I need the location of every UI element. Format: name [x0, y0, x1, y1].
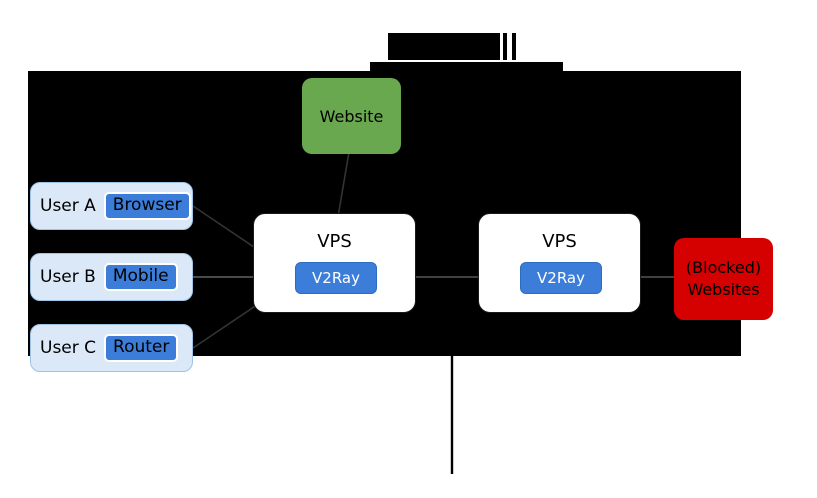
title-redaction-block: [388, 33, 500, 60]
user-c-label: User C: [40, 338, 97, 358]
blocked-label-line2: Websites: [687, 280, 760, 299]
user-a-label: User A: [40, 196, 96, 216]
device-chip-mobile[interactable]: Mobile: [103, 263, 178, 291]
blocked-websites-node[interactable]: (Blocked) Websites: [674, 238, 773, 320]
v2ray-service-1[interactable]: V2Ray: [295, 262, 377, 294]
title-bar-redaction: [370, 62, 563, 72]
user-node-b[interactable]: User B Mobile: [30, 253, 193, 301]
blocked-label-line1: (Blocked): [685, 258, 762, 278]
vps-2-title: VPS: [542, 231, 577, 252]
title-redaction-tick-2: [512, 33, 516, 60]
device-chip-router[interactable]: Router: [104, 334, 179, 362]
v2ray-service-2[interactable]: V2Ray: [520, 262, 602, 294]
title-redaction-tick-1: [503, 33, 507, 60]
right-redaction-patch: [701, 320, 741, 356]
user-b-label: User B: [40, 267, 96, 287]
user-node-c[interactable]: User C Router: [30, 324, 193, 372]
vps-1-title: VPS: [317, 231, 352, 252]
website-label: Website: [319, 106, 384, 126]
website-node[interactable]: Website: [302, 78, 401, 154]
user-node-a[interactable]: User A Browser: [30, 182, 193, 230]
device-chip-browser[interactable]: Browser: [103, 192, 191, 220]
